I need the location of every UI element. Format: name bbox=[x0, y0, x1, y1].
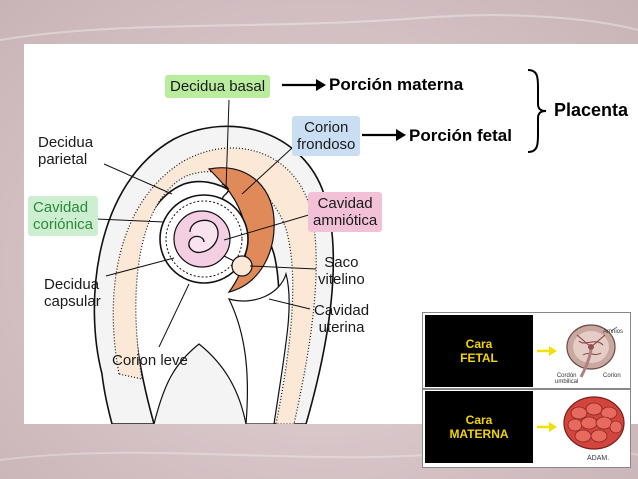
cara-fetal-box: Cara FETAL bbox=[425, 315, 533, 387]
inset-label-amnios: Amnios bbox=[603, 329, 624, 335]
label-placenta: Placenta bbox=[554, 100, 629, 120]
inset-brand: ADAM. bbox=[587, 455, 610, 462]
embryo bbox=[188, 219, 219, 254]
cervix bbox=[153, 343, 247, 424]
label-cavidad-uterina: Cavidad uterina bbox=[314, 302, 370, 336]
label-corion-frondoso: Corion frondoso bbox=[292, 116, 361, 156]
inset-label-cordon: Cordón umbilical bbox=[555, 373, 579, 385]
placenta-faces-inset: Cara FETAL Cara MATERNA Amnios Cordón um… bbox=[422, 312, 631, 468]
label-cavidad-amniotica: Cavidad amniótica bbox=[308, 192, 383, 232]
label-decidua-basal: Decidua basal bbox=[165, 75, 271, 98]
label-decidua-parietal: Decidua parietal bbox=[38, 134, 94, 168]
placenta-brace bbox=[527, 69, 547, 153]
label-porcion-materna: Porción materna bbox=[329, 75, 464, 94]
label-saco-vitelino: Saco vitelino bbox=[318, 254, 365, 288]
chorion-laeve-ring bbox=[165, 200, 243, 278]
uterine-cavity bbox=[227, 271, 290, 424]
yolk-sac bbox=[231, 255, 253, 277]
decidua-parietal-layer bbox=[112, 147, 317, 424]
arrow-to-porcion-fetal bbox=[362, 129, 406, 141]
uterus-illustration bbox=[93, 99, 335, 424]
label-cavidad-corionica: Cavidad coriónica bbox=[28, 196, 99, 236]
fetal-face-image bbox=[566, 324, 618, 378]
maternal-face-image bbox=[563, 396, 625, 450]
inset-arrows bbox=[537, 346, 557, 432]
inset-divider bbox=[423, 388, 630, 390]
placenta bbox=[207, 167, 275, 294]
arrow-to-porcion-materna bbox=[282, 79, 326, 91]
cara-materna-box: Cara MATERNA bbox=[425, 391, 533, 463]
label-corion-leve: Corion leve bbox=[112, 352, 188, 369]
inset-label-corion: Corion bbox=[603, 373, 621, 379]
label-decidua-capsular: Decidua capsular bbox=[44, 276, 101, 310]
content-card: Decidua basal Porción materna Corion fro… bbox=[24, 44, 638, 468]
label-porcion-fetal: Porción fetal bbox=[409, 126, 512, 145]
